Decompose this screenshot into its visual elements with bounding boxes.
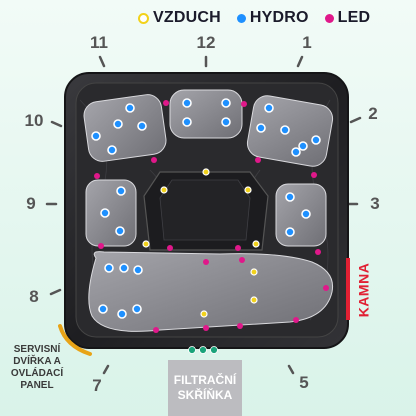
air-jets [142, 168, 260, 318]
service-panel-label: SERVISNÍ DVÍŘKA A OVLÁDACÍ PANEL [10, 344, 64, 391]
hydro-dot-icon [236, 13, 246, 23]
led-lights [94, 100, 329, 333]
clock-9: 9 [26, 194, 36, 213]
legend-air: VZDUCH [138, 9, 221, 27]
legend-hydro: HYDRO [236, 9, 309, 27]
clock-10: 10 [24, 111, 44, 130]
hydro-jets [91, 98, 321, 319]
stove-marker [346, 258, 350, 320]
clock-12: 12 [196, 33, 216, 52]
control-panel-buttons [188, 346, 218, 354]
clock-2: 2 [368, 104, 378, 123]
seat-top-left [83, 94, 167, 162]
clock-5: 5 [299, 373, 309, 392]
clock-11: 11 [90, 33, 108, 52]
seat-right [275, 183, 327, 247]
air-dot-icon [138, 12, 149, 24]
legend: VZDUCH HYDRO LED [138, 8, 380, 28]
stove-label: KAMNA [355, 262, 372, 318]
clock-1: 1 [302, 33, 312, 52]
filter-cabinet: FILTRAČNÍ SKŘÍŇKA [168, 360, 242, 416]
seat-top-right [246, 95, 334, 167]
legend-air-label: VZDUCH [153, 9, 221, 26]
footwell-inner [159, 179, 251, 241]
service-panel-arc [58, 324, 92, 356]
legend-hydro-label: HYDRO [249, 9, 309, 26]
clock-ticks [45, 55, 362, 375]
led-dot-icon [324, 13, 334, 23]
legend-led-label: LED [337, 9, 371, 26]
lounger [88, 251, 334, 332]
filter-cabinet-label: FILTRAČNÍ SKŘÍŇKA [173, 373, 237, 402]
seat-left [85, 179, 137, 247]
seat-top-center [169, 89, 243, 139]
clock-3: 3 [370, 194, 380, 213]
clock-7: 7 [92, 376, 102, 395]
legend-led: LED [324, 9, 371, 27]
clock-8: 8 [29, 287, 39, 306]
stove-label-box: KAMNA [352, 255, 374, 325]
